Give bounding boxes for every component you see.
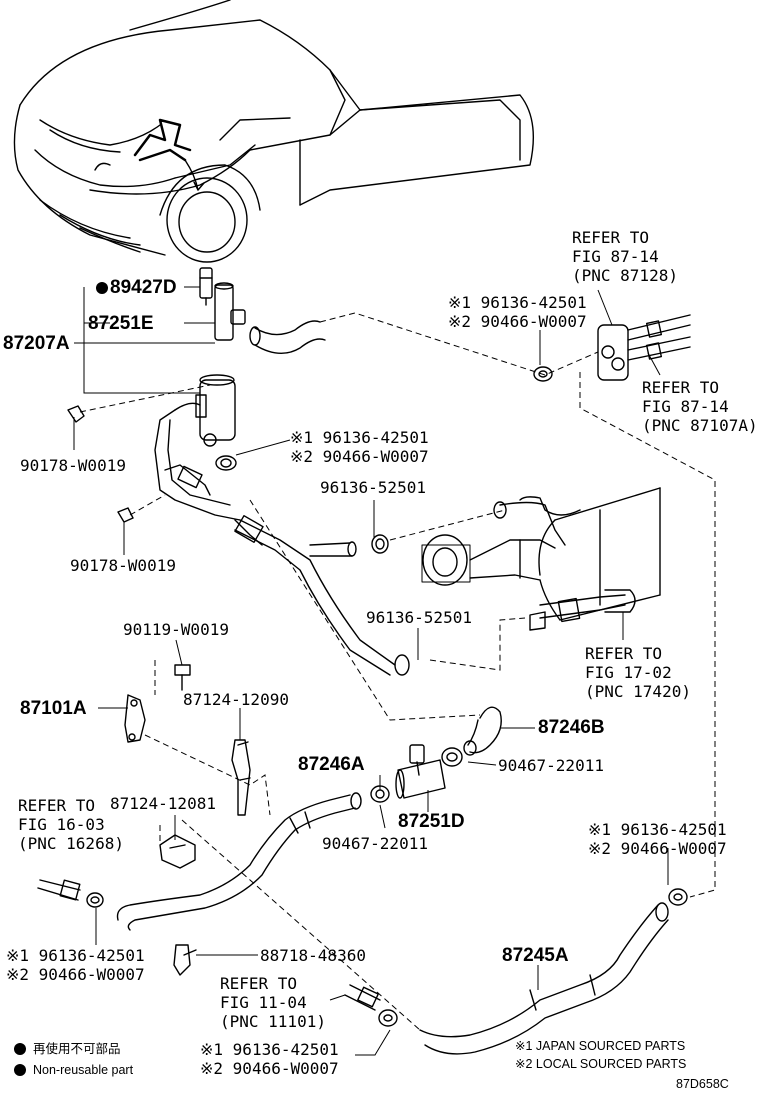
refer-line: (PNC 11101) [220, 1012, 326, 1031]
refer-pnc-87107a: REFER TO FIG 87-14 (PNC 87107A) [642, 378, 758, 435]
label-87251d: 87251D [398, 811, 465, 832]
clip-line: ※1 96136-42501 [290, 428, 429, 447]
label-87246b: 87246B [538, 717, 605, 738]
refer-line: (PNC 87107A) [642, 416, 758, 435]
label-96136-52501-a: 96136-52501 [320, 478, 426, 497]
label-89427d: 89427D [110, 277, 177, 298]
clip-line: ※2 90466-W0007 [6, 965, 145, 984]
bracket-87101a [124, 664, 191, 743]
clip-label-left: ※1 96136-42501 ※2 90466-W0007 [6, 946, 145, 984]
clip-label-right: ※1 96136-42501 ※2 90466-W0007 [588, 820, 727, 858]
clip-line: ※2 90466-W0007 [200, 1059, 339, 1078]
refer-line: REFER TO [18, 796, 96, 815]
refer-line: REFER TO [642, 378, 720, 397]
non-reusable-markers [14, 282, 108, 1076]
label-87101a: 87101A [20, 698, 87, 719]
hose-87246b [441, 706, 502, 767]
refer-pnc-11101: REFER TO FIG 11-04 (PNC 11101) [220, 974, 326, 1031]
refer-line: FIG 87-14 [642, 397, 729, 416]
label-90467-a: 90467-22011 [498, 756, 604, 775]
diagram-id: 87D658C [676, 1077, 729, 1091]
legend-note1: ※1 JAPAN SOURCED PARTS [515, 1039, 686, 1053]
clip-line: ※1 96136-42501 [588, 820, 727, 839]
clip-label-mid: ※1 96136-42501 ※2 90466-W0007 [290, 428, 429, 466]
clip-88718 [173, 944, 197, 976]
legend-jp: 再使用不可部品 [33, 1042, 121, 1056]
refer-fig-16-03: REFER TO FIG 16-03 (PNC 16268) [18, 796, 124, 853]
hose-to-canister [309, 534, 389, 557]
refer-line: REFER TO [572, 228, 650, 247]
refer-line: (PNC 17420) [585, 682, 691, 701]
muffler-canister [421, 487, 661, 631]
leader-lines [73, 286, 669, 1056]
clip-line: ※2 90466-W0007 [448, 312, 587, 331]
label-88718: 88718-48360 [260, 946, 366, 965]
clip-line: ※1 96136-42501 [200, 1040, 339, 1059]
clip-line: ※2 90466-W0007 [588, 839, 727, 858]
pipe-left [37, 879, 104, 908]
legend-en: Non-reusable part [33, 1063, 134, 1077]
clip-line: ※1 96136-42501 [448, 293, 587, 312]
refer-line: FIG 16-03 [18, 815, 105, 834]
clip-line: ※2 90466-W0007 [290, 447, 429, 466]
label-87207a: 87207A [3, 333, 70, 354]
refer-line: FIG 17-02 [585, 663, 672, 682]
fitting-87251d [395, 744, 446, 799]
refer-pnc-17420: REFER TO FIG 17-02 (PNC 17420) [585, 644, 691, 701]
label-87124-12081: 87124-12081 [110, 794, 216, 813]
legend-note2: ※2 LOCAL SOURCED PARTS [515, 1057, 687, 1071]
label-90178-upper: 90178-W0019 [20, 456, 126, 475]
clip-label-bottom: ※1 96136-42501 ※2 90466-W0007 [200, 1040, 339, 1078]
label-90467-b: 90467-22011 [322, 834, 428, 853]
clip-label-top: ※1 96136-42501 ※2 90466-W0007 [448, 293, 587, 331]
car-outline [13, 0, 535, 263]
label-87246a: 87246A [298, 754, 365, 775]
label-87124-12090: 87124-12090 [183, 690, 289, 709]
refer-line: (PNC 87128) [572, 266, 678, 285]
refer-line: REFER TO [585, 644, 663, 663]
clamp-87124-12090 [231, 739, 251, 816]
label-87251e: 87251E [88, 313, 154, 334]
label-96136-52501-b: 96136-52501 [366, 608, 472, 627]
clamp-87124-12081 [159, 834, 196, 869]
clip-line: ※1 96136-42501 [6, 946, 145, 965]
refer-line: FIG 11-04 [220, 993, 307, 1012]
hose-87245a [419, 888, 688, 1055]
non-reusable-dot [96, 282, 108, 294]
label-90178-lower: 90178-W0019 [70, 556, 176, 575]
pipe-bottom [344, 984, 398, 1027]
legend-dot-jp [14, 1043, 26, 1055]
refer-pnc-87128: REFER TO FIG 87-14 (PNC 87128) [572, 228, 678, 285]
legend-dot-en [14, 1064, 26, 1076]
label-90119: 90119-W0019 [123, 620, 229, 639]
reference-lines [79, 312, 716, 1031]
label-87245a: 87245A [502, 945, 569, 966]
vacuum-switching-valve-assembly [67, 267, 410, 676]
hose-87246a [116, 785, 390, 931]
refer-line: (PNC 16268) [18, 834, 124, 853]
refer-line: FIG 87-14 [572, 247, 659, 266]
refer-line: REFER TO [220, 974, 298, 993]
